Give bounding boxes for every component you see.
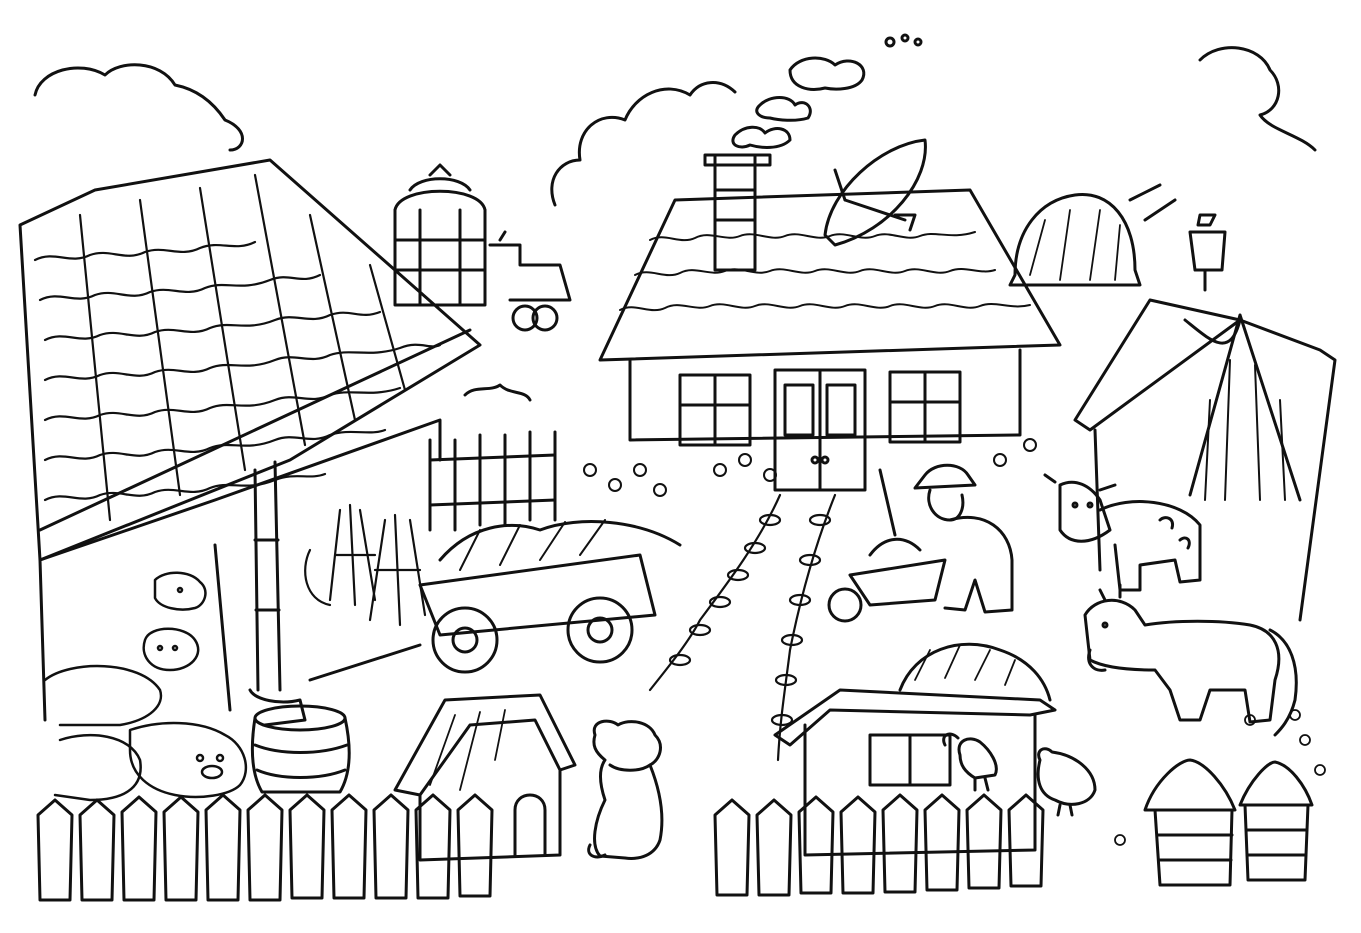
haystack — [1010, 185, 1175, 285]
cloud-right — [1200, 48, 1315, 150]
front-fence-left — [38, 795, 492, 900]
cart-wheel-left — [433, 608, 497, 672]
meadow-flowers — [1115, 710, 1325, 845]
chicken-coop — [775, 644, 1055, 855]
cloud-left — [35, 65, 243, 150]
cow — [1045, 475, 1200, 590]
shed-right — [1075, 300, 1335, 620]
grain-sheaves — [305, 505, 425, 625]
chimney — [705, 155, 770, 270]
cart-wheel-right — [568, 598, 632, 662]
satellite-dish — [825, 140, 925, 245]
rooster — [944, 734, 997, 790]
hay-cart — [310, 520, 680, 680]
downpipe — [250, 462, 305, 725]
beehives — [1145, 760, 1312, 885]
barn-roof-left — [20, 160, 480, 560]
farmer-with-wheelbarrow — [829, 465, 1012, 621]
silo — [395, 165, 485, 305]
flower-bed — [584, 439, 1036, 496]
garden-fence — [430, 385, 555, 530]
hen — [1038, 749, 1095, 815]
garden-path — [650, 495, 835, 760]
scarecrow — [1190, 215, 1225, 290]
pigs — [45, 573, 246, 800]
chimney-smoke — [733, 35, 921, 147]
front-fence-right — [715, 795, 1043, 895]
cloud-center — [552, 83, 735, 205]
tractor — [490, 232, 570, 330]
horse — [1085, 585, 1296, 735]
barn-wall — [40, 420, 440, 720]
rain-barrel — [252, 706, 349, 792]
farmhouse — [600, 190, 1060, 490]
dog — [589, 721, 662, 858]
